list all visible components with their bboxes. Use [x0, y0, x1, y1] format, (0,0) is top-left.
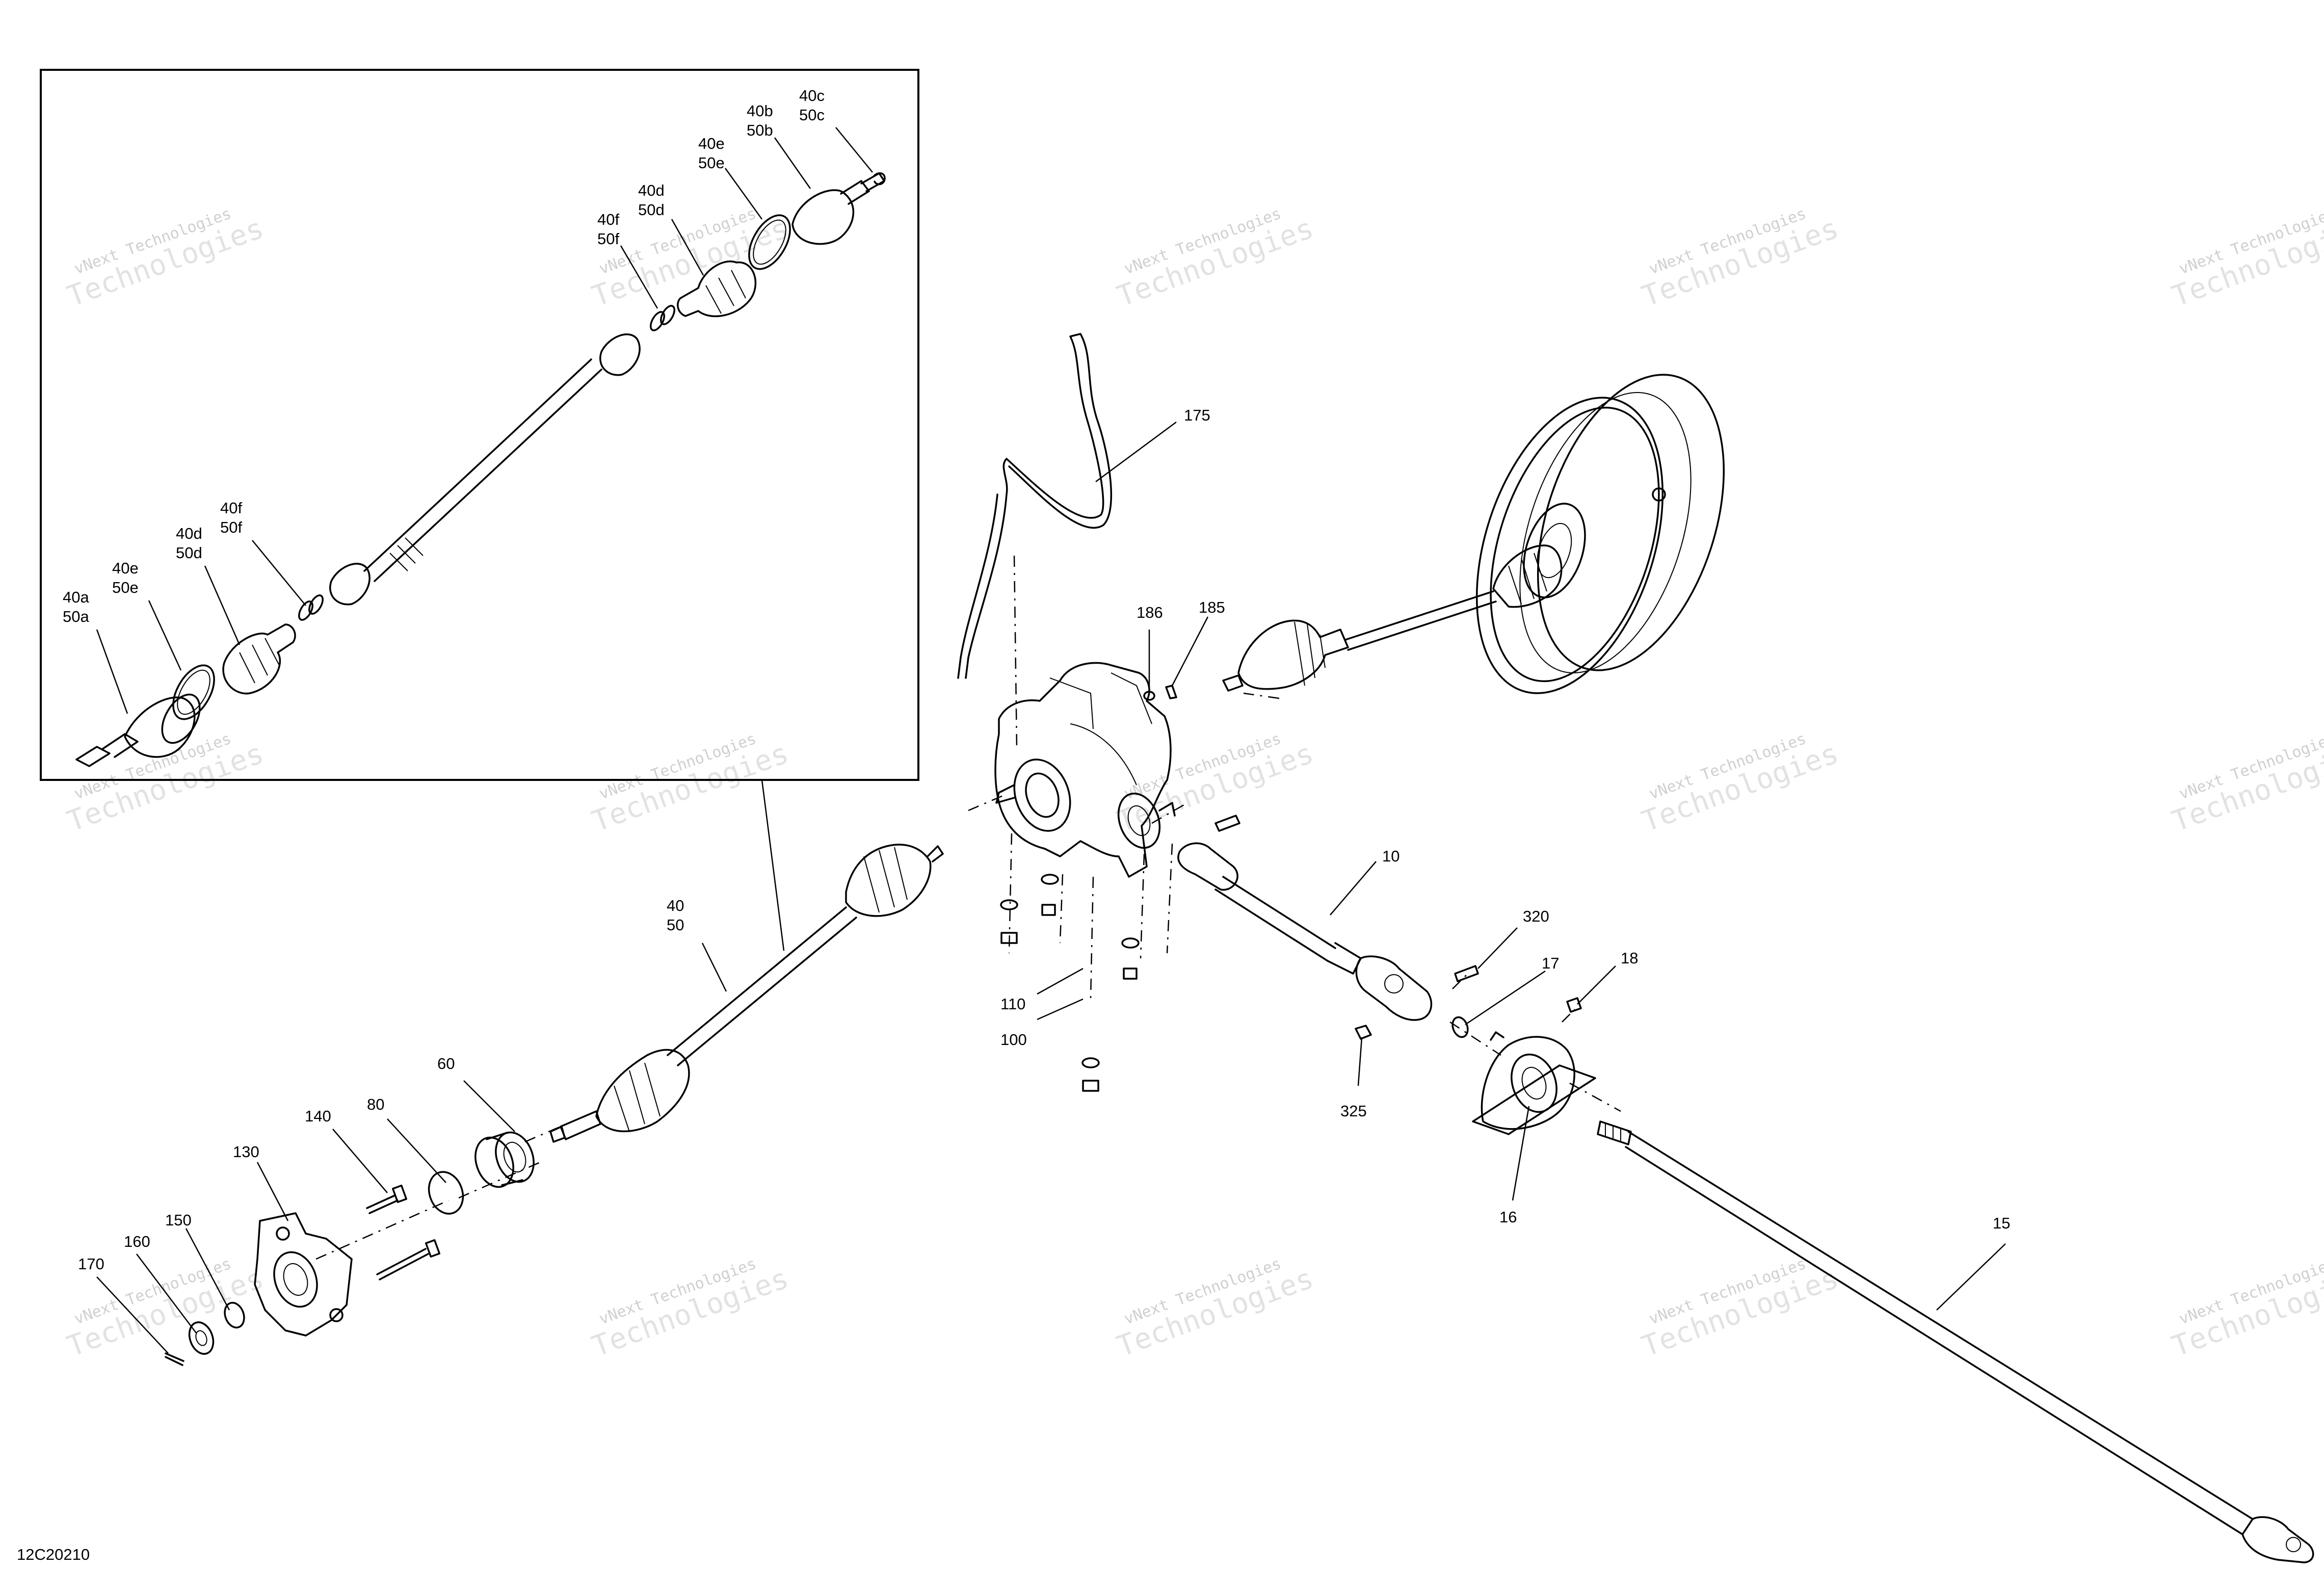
callout-40b: 40b [747, 102, 773, 120]
bolt-near-propshaft [1214, 815, 1240, 832]
callout-50: 50 [667, 916, 684, 934]
callout-15: 15 [1993, 1214, 2010, 1232]
callouts: 175 186 185 10 320 17 18 325 16 15 40 50… [78, 406, 2010, 1273]
nut-325 [1355, 1025, 1372, 1040]
callout-50f-left: 50f [220, 518, 242, 536]
callout-50e-right: 50e [698, 154, 725, 172]
callout-160: 160 [124, 1233, 150, 1250]
washer-186 [1143, 691, 1155, 701]
bolts-140 [366, 1185, 440, 1280]
rear-wheel [1475, 374, 1725, 694]
callout-175: 175 [1184, 406, 1210, 424]
callout-130: 130 [233, 1143, 259, 1161]
inset-callouts: 40a 50a 40e 50e 40d 50d 40f 50f 40f 50f … [63, 87, 825, 625]
cotter-pin-170 [165, 1352, 184, 1366]
callout-110: 110 [1000, 995, 1025, 1013]
circlip-80 [428, 1171, 464, 1215]
callout-50a: 50a [63, 608, 89, 625]
bolt-320 [1454, 965, 1479, 982]
callout-leaders [96, 421, 2006, 1354]
callout-80: 80 [367, 1095, 384, 1113]
callout-60: 60 [437, 1055, 455, 1073]
bearing-support-16 [1472, 1031, 1596, 1135]
left-drive-shaft [549, 844, 944, 1143]
mounting-bolts-100 [1000, 904, 1138, 1092]
inset-drive-shaft [75, 172, 886, 767]
callout-100: 100 [1000, 1031, 1027, 1049]
knuckle-130 [254, 1212, 353, 1337]
breather-hose [957, 333, 1112, 679]
callout-40f-left: 40f [220, 499, 242, 517]
long-shaft-15 [1597, 1120, 2314, 1563]
callout-170: 170 [78, 1255, 104, 1273]
clip-185 [1165, 685, 1177, 699]
callout-50c: 50c [799, 106, 825, 124]
callout-40: 40 [667, 897, 684, 914]
rear-gearbox [994, 662, 1176, 878]
callout-40d-right: 40d [638, 181, 665, 199]
callout-16: 16 [1499, 1208, 1517, 1226]
callout-320: 320 [1523, 907, 1549, 925]
propeller-shaft-10 [1177, 842, 1433, 1021]
callout-50f-right: 50f [597, 230, 619, 248]
callout-186: 186 [1137, 604, 1163, 621]
washer-17 [1451, 1016, 1469, 1038]
callout-150: 150 [165, 1211, 192, 1229]
callout-40f-right: 40f [597, 211, 619, 228]
callout-40e-right: 40e [698, 135, 725, 152]
bearing-60 [474, 1131, 535, 1188]
callout-40a: 40a [63, 588, 89, 606]
inset-frame [40, 69, 919, 781]
bolt-18 [1566, 997, 1582, 1013]
callout-140: 140 [305, 1107, 331, 1125]
callout-18: 18 [1621, 949, 1638, 967]
right-drive-shaft [1222, 544, 1563, 692]
callout-40c: 40c [799, 87, 825, 104]
inset-link-line [761, 779, 785, 951]
nut-150 [224, 1301, 245, 1329]
washers-110 [1000, 874, 1140, 1068]
callout-40d-left: 40d [176, 525, 202, 542]
callout-10: 10 [1382, 847, 1399, 865]
callout-50d-right: 50d [638, 201, 665, 219]
callout-325: 325 [1340, 1102, 1367, 1120]
callout-50b: 50b [747, 121, 773, 139]
inset-leaders [96, 127, 873, 714]
callout-50e-left: 50e [112, 579, 139, 596]
callout-17: 17 [1542, 954, 1559, 972]
drawing-id-label: 12C20210 [17, 1546, 90, 1563]
callout-40e-left: 40e [112, 559, 139, 577]
callout-50d-left: 50d [176, 544, 202, 562]
callout-185: 185 [1199, 598, 1225, 616]
washer-160 [188, 1321, 215, 1355]
detail-inset: 40a 50a 40e 50e 40d 50d 40f 50f 40f 50f … [40, 69, 919, 781]
